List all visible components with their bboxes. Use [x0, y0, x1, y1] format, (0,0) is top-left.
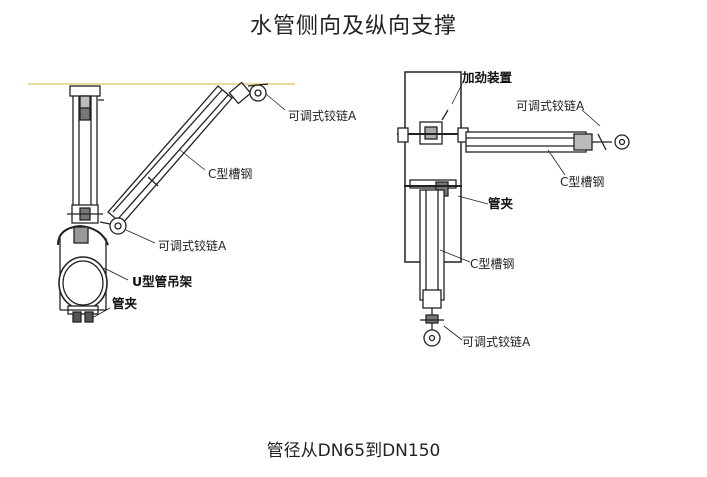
label-right-c-channel-top: C型槽钢	[560, 175, 604, 189]
page-title: 水管侧向及纵向支撑	[249, 14, 457, 39]
bottom-hinge	[109, 217, 127, 235]
left-diagram	[28, 81, 295, 323]
right-diagram	[397, 71, 630, 347]
label-right-c-channel-bottom: C型槽钢	[470, 257, 514, 271]
vertical-channel-right	[419, 189, 445, 347]
label-left-hinge-bottom: 可调式铰链A	[158, 238, 227, 253]
horizontal-channel	[465, 131, 630, 153]
label-right-pipe-clamp: 管夹	[488, 196, 514, 211]
label-left-u-hanger: U型管吊架	[132, 274, 193, 289]
label-right-hinge-top: 可调式铰链A	[516, 98, 585, 113]
u-hanger	[57, 224, 109, 246]
diagonal-channel	[107, 85, 233, 225]
caption: 管径从DN65到DN150	[266, 441, 441, 461]
label-left-hinge-top: 可调式铰链A	[288, 108, 357, 123]
label-left-c-channel: C型槽钢	[208, 167, 252, 181]
label-left-pipe-clamp: 管夹	[112, 296, 138, 311]
top-hinge	[249, 84, 267, 102]
pipe	[58, 256, 108, 310]
label-right-hinge-bottom: 可调式铰链A	[462, 334, 531, 349]
label-right-stiffener: 加劲装置	[461, 70, 513, 85]
